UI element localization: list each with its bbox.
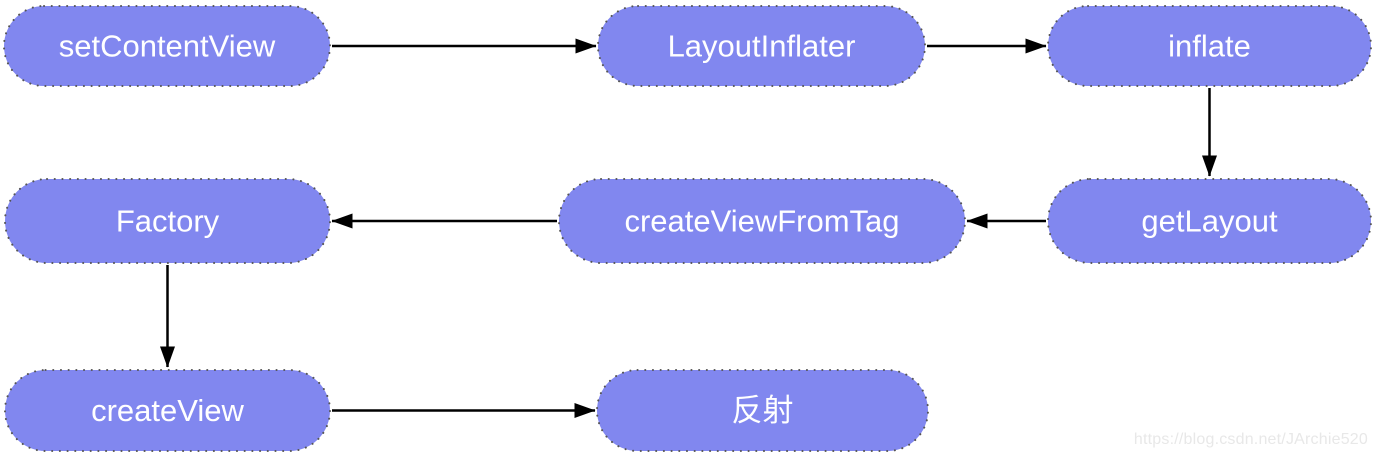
- node-createView: createView: [4, 369, 331, 452]
- node-pill-setContentView: [3, 5, 331, 87]
- node-pill-LayoutInflater: [597, 5, 926, 87]
- node-getLayout: getLayout: [1047, 178, 1372, 264]
- node-pill-createView: [4, 369, 331, 452]
- node-label-createViewFromTag: createViewFromTag: [624, 204, 899, 239]
- node-label-getLayout: getLayout: [1141, 204, 1278, 239]
- node-label-reflection: 反射: [732, 393, 794, 428]
- node-pill-getLayout: [1047, 178, 1372, 264]
- node-label-inflate: inflate: [1168, 29, 1251, 64]
- node-label-createView: createView: [91, 393, 244, 428]
- node-LayoutInflater: LayoutInflater: [597, 5, 926, 87]
- node-label-setContentView: setContentView: [59, 29, 276, 64]
- node-pill-createViewFromTag: [558, 178, 966, 264]
- node-label-Factory: Factory: [116, 204, 220, 239]
- node-label-LayoutInflater: LayoutInflater: [668, 29, 856, 64]
- node-pill-inflate: [1047, 5, 1372, 87]
- node-Factory: Factory: [4, 178, 331, 264]
- node-reflection: 反射: [596, 369, 929, 452]
- node-pill-reflection: [596, 369, 929, 452]
- node-inflate: inflate: [1047, 5, 1372, 87]
- node-setContentView: setContentView: [3, 5, 331, 87]
- node-pill-Factory: [4, 178, 331, 264]
- watermark: https://blog.csdn.net/JArchie520: [1133, 431, 1368, 448]
- node-createViewFromTag: createViewFromTag: [558, 178, 966, 264]
